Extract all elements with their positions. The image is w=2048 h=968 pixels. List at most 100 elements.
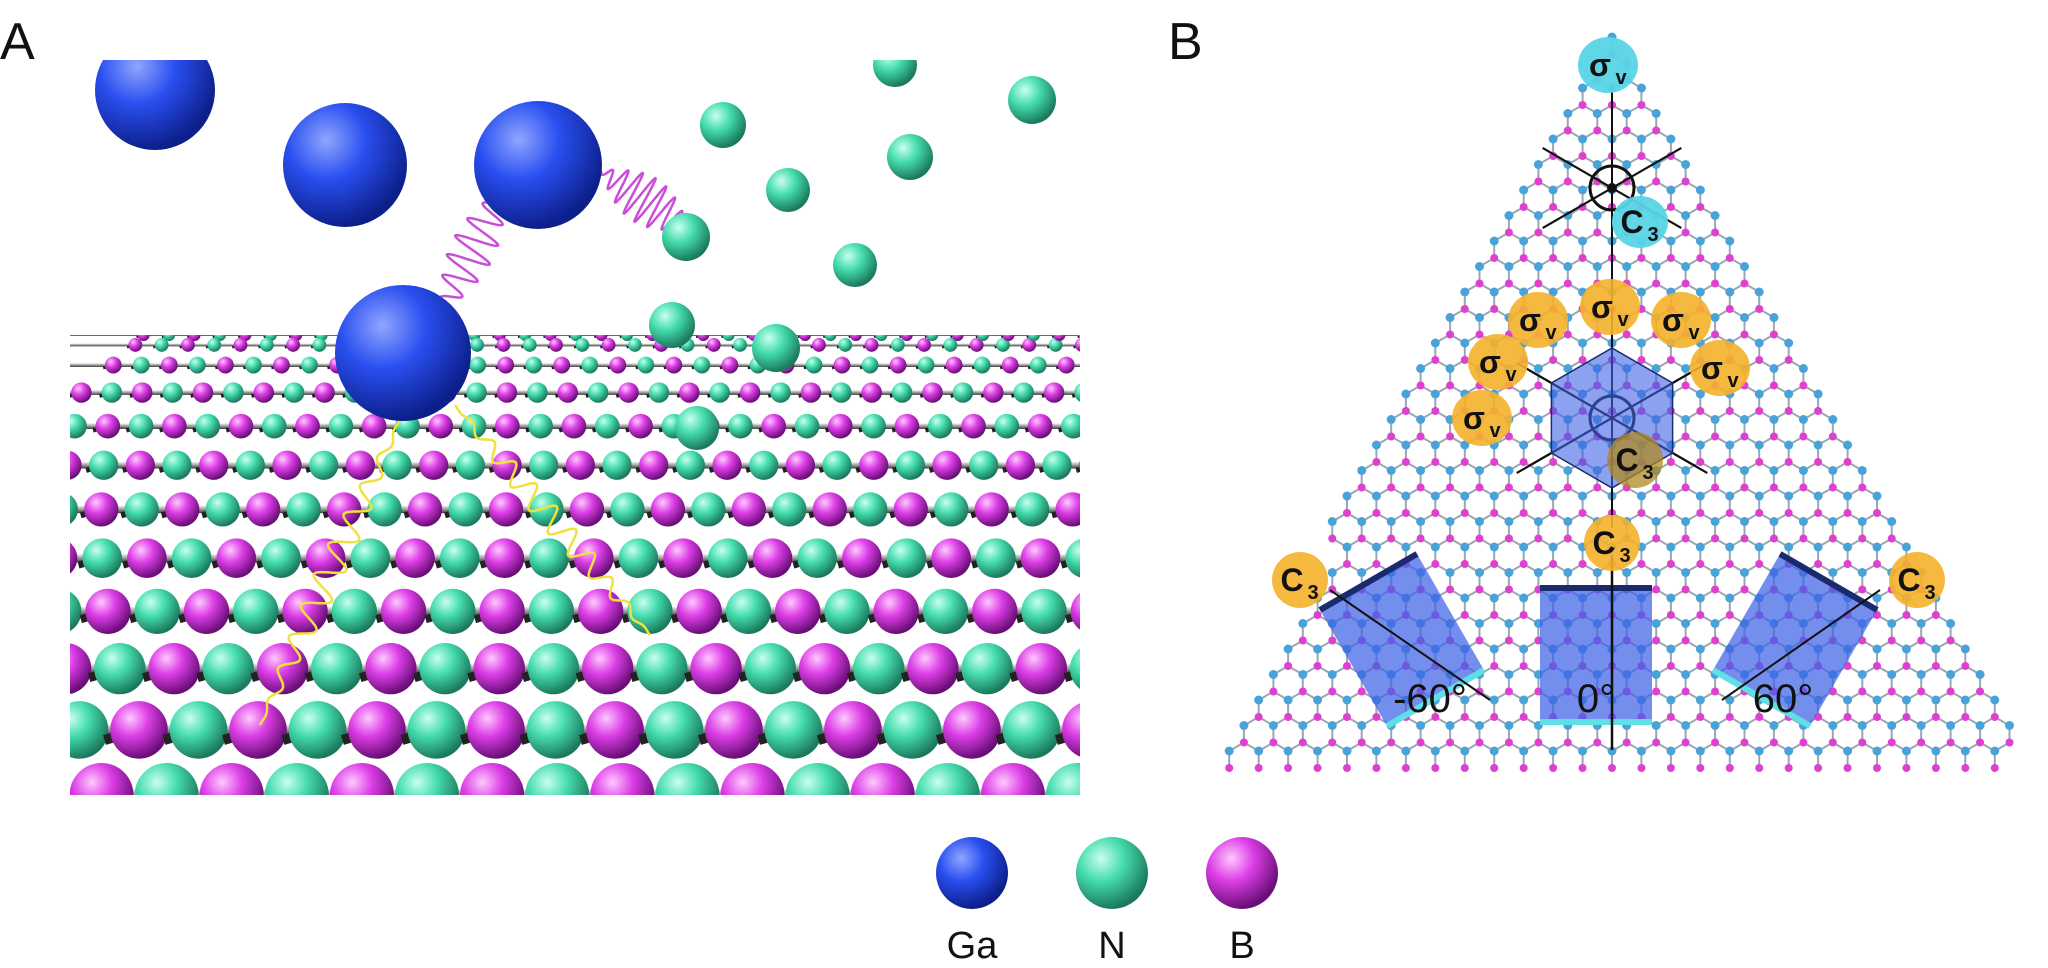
angle-label-60: 60° [1753, 677, 1814, 721]
boron-site [1505, 637, 1513, 645]
bond [35, 669, 66, 678]
boron-site [1667, 254, 1675, 262]
boron-site [1328, 739, 1336, 747]
nitrogen-site [1976, 721, 1985, 730]
nitrogen-atom [395, 763, 459, 827]
nitrogen-atom [189, 357, 206, 374]
boron-atom [474, 643, 525, 694]
boron-site [1284, 713, 1292, 721]
nitrogen-site [1740, 415, 1749, 424]
nitrogen-adatom [1008, 76, 1056, 124]
nitrogen-atom [162, 382, 182, 402]
nitrogen-site [1652, 670, 1661, 679]
nitrogen-atom [1065, 538, 1105, 578]
nitrogen-site [1666, 696, 1675, 705]
nitrogen-atom [382, 451, 411, 480]
nitrogen-site [1460, 339, 1469, 348]
boron-site [1652, 586, 1660, 594]
boron-site [1770, 331, 1778, 339]
boron-atom [327, 492, 361, 526]
boron-atom [975, 492, 1009, 526]
nitrogen-site [1342, 747, 1351, 756]
nitrogen-atom [284, 382, 304, 402]
nitrogen-site [1490, 645, 1499, 654]
badge-symbol: σ [1479, 344, 1501, 380]
boron-site [1534, 739, 1542, 747]
nitrogen-site [1917, 619, 1926, 628]
nitrogen-site [1902, 645, 1911, 654]
boron-atom [570, 492, 604, 526]
badge-symbol: σ [1591, 289, 1613, 325]
boron-site [1255, 713, 1263, 721]
boron-site [1932, 764, 1940, 772]
boron-atom [52, 451, 81, 480]
nitrogen-atom [733, 338, 747, 352]
boron-site [1431, 407, 1439, 415]
badge-symbol: σ [1701, 350, 1723, 386]
bond [324, 795, 362, 806]
nitrogen-site [1696, 747, 1705, 756]
boron-atom [874, 589, 919, 634]
boron-site [1314, 662, 1322, 670]
boron-site [1564, 739, 1572, 747]
nitrogen-site [1431, 543, 1440, 552]
nitrogen-site [1534, 160, 1543, 169]
boron-site [1314, 611, 1322, 619]
boron-atom [590, 763, 654, 827]
nitrogen-atom [408, 701, 466, 759]
boron-site [1991, 764, 1999, 772]
nitrogen-site [1372, 747, 1381, 756]
badge-symbol: σ [1463, 400, 1485, 436]
bond [32, 611, 59, 619]
nitrogen-adatom [833, 243, 877, 287]
boron-site [1520, 509, 1528, 517]
nitrogen-site [1769, 364, 1778, 373]
nitrogen-atom [875, 329, 887, 341]
nitrogen-site [1622, 109, 1631, 118]
boron-atom [254, 382, 274, 402]
boron-site [1726, 713, 1734, 721]
badge-subscript: v [1727, 370, 1739, 392]
boron-atom [705, 701, 763, 759]
nitrogen-site [1519, 594, 1528, 603]
nitrogen-site [1298, 670, 1307, 679]
nitrogen-site [1666, 186, 1675, 195]
boron-site [1343, 713, 1351, 721]
boron-site [1343, 764, 1351, 772]
nitrogen-site [1416, 364, 1425, 373]
nitrogen-site [1873, 543, 1882, 552]
nitrogen-atom [289, 701, 347, 759]
nitrogen-atom [430, 589, 475, 634]
nitrogen-site [1681, 466, 1690, 475]
bond [40, 509, 61, 515]
boron-atom [1044, 382, 1064, 402]
boron-site [1549, 254, 1557, 262]
boron-site [1343, 509, 1351, 517]
bond [519, 795, 557, 806]
boron-site [1328, 535, 1336, 543]
boron-atom [862, 382, 882, 402]
c3-badge-0deg: C3 [1584, 515, 1640, 571]
nitrogen-site [1666, 747, 1675, 756]
nitrogen-atom [765, 701, 823, 759]
boron-site [1814, 560, 1822, 568]
boron-site [1431, 458, 1439, 466]
boron-site [1785, 356, 1793, 364]
boron-site [2006, 739, 2014, 747]
nitrogen-atom [853, 643, 904, 694]
boron-atom [428, 414, 453, 439]
bond [584, 795, 622, 806]
sigma-v-badge: σv [1452, 390, 1512, 446]
boron-site [1314, 713, 1322, 721]
nitrogen-site [1873, 645, 1882, 654]
nitrogen-atom [891, 338, 905, 352]
boron-atom [497, 357, 514, 374]
boron-site [1520, 203, 1528, 211]
nitrogen-atom [610, 492, 644, 526]
boron-site [1829, 484, 1837, 492]
boron-site [1858, 688, 1866, 696]
nitrogen-site [1593, 109, 1602, 118]
boron-site [1667, 509, 1675, 517]
nitrogen-atom [133, 357, 150, 374]
boron-site [1696, 407, 1704, 415]
